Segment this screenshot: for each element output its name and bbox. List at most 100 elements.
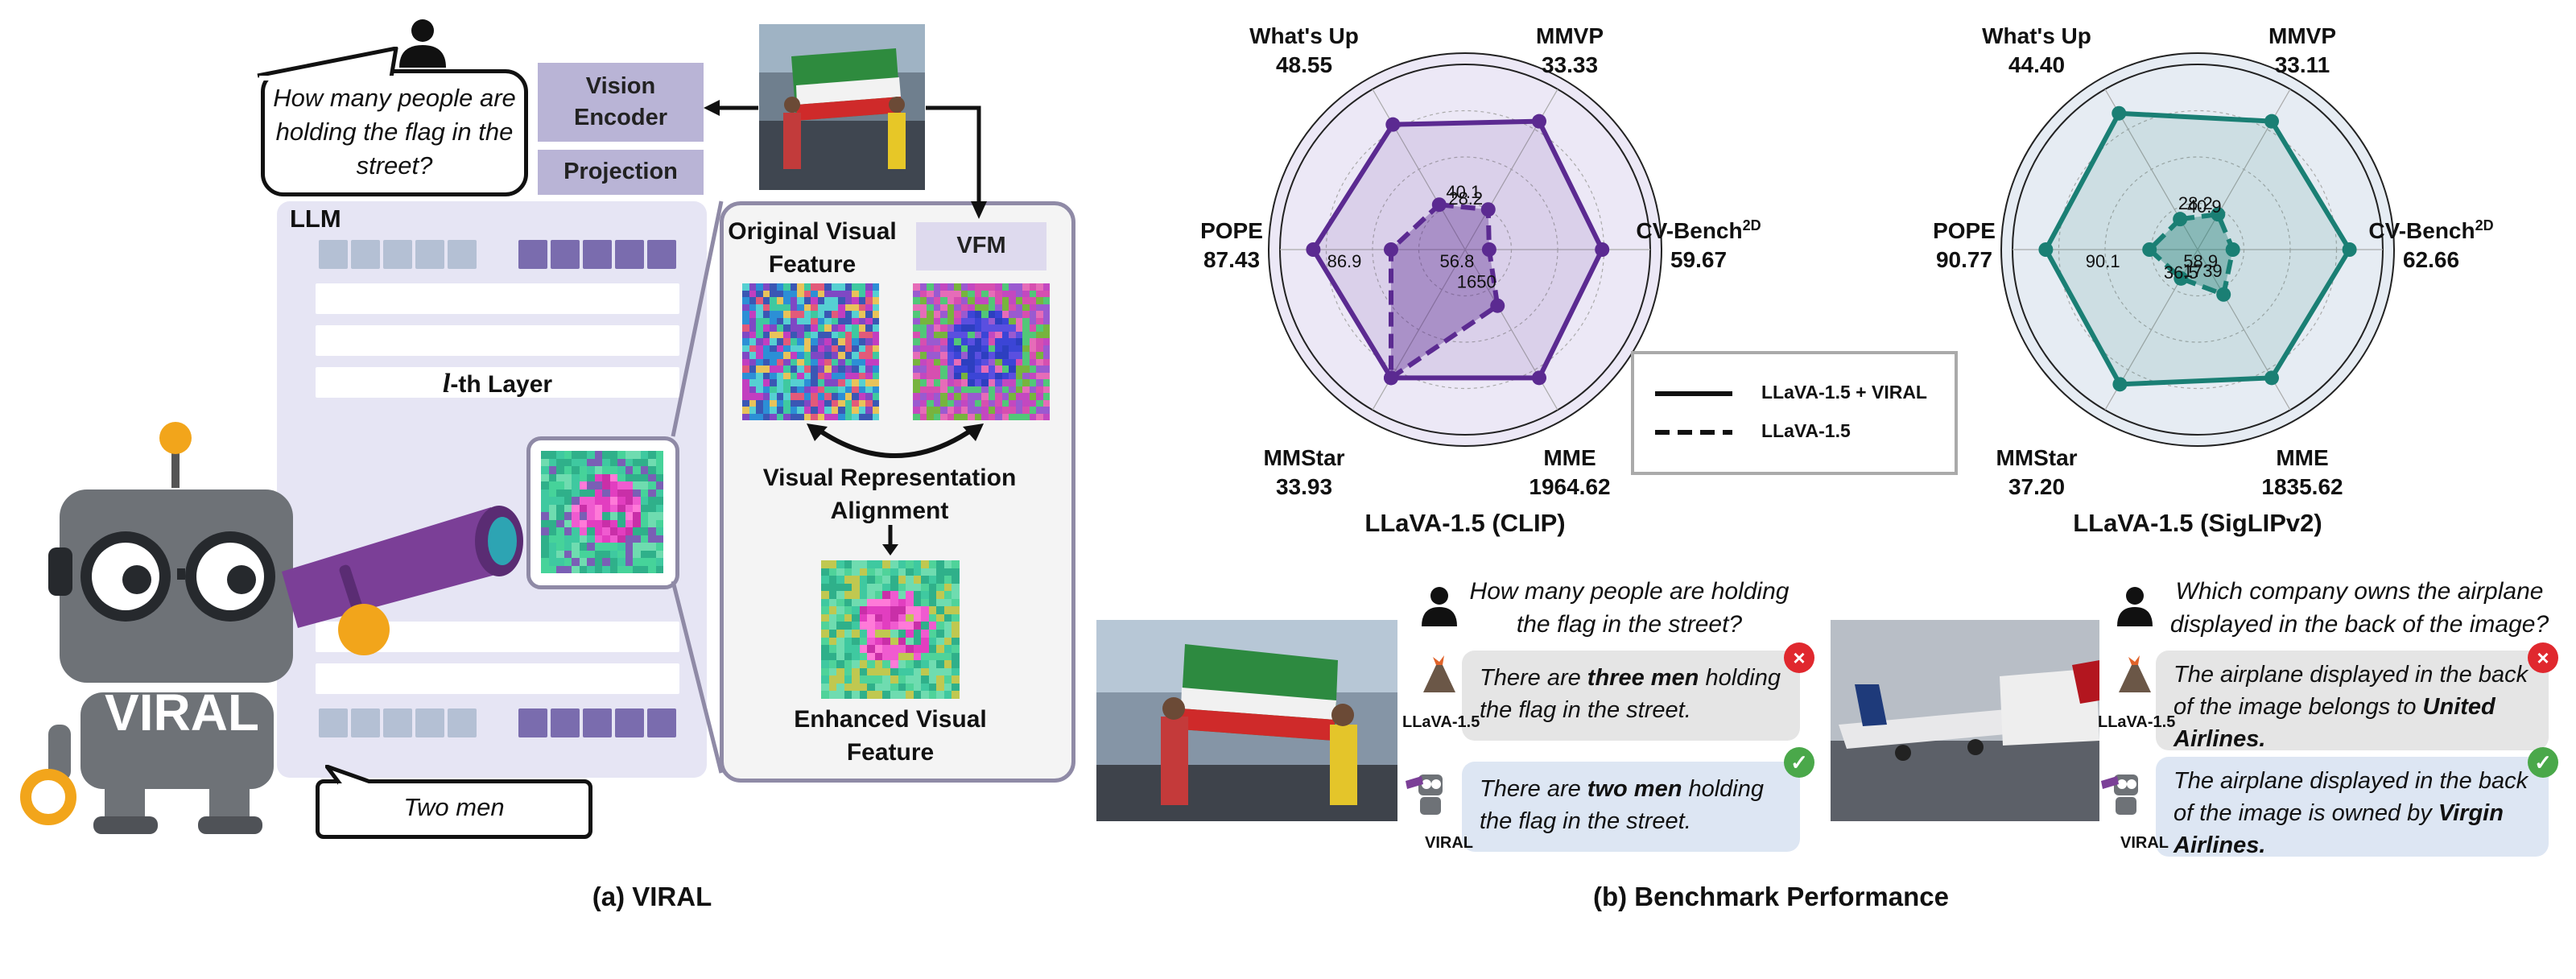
viral-point [1385,117,1401,132]
vfm-feature-map [913,283,1050,420]
example2-viral-label: VIRAL [2120,834,2169,852]
base-value-label: 86.9 [1327,251,1362,271]
answer-bubble-tail [325,765,386,789]
viral-point [2264,370,2279,386]
example1-photo [1096,620,1397,821]
base-value-label: 90.1 [2086,251,2120,271]
flow-arrows [704,100,987,219]
base-value-label: 58.9 [2183,251,2218,271]
alignment-label: Visual Representation Alignment [762,465,1017,524]
viral-point [2112,377,2128,392]
visual-token [415,708,444,737]
down-arrow-icon [882,525,898,556]
caption-a: (a) VIRAL [592,882,712,911]
example2-viral-answer: The airplane displayed in the back of th… [2156,757,2549,858]
question-text: How many people are holding the flag in … [273,84,516,180]
viral-point [1532,370,1546,386]
legend-dashed-line [1655,430,1732,435]
base-value-label: 1650 [1457,272,1496,292]
legend: LLaVA-1.5 + VIRAL LLaVA-1.5 [1631,351,1958,475]
base-value-label: 36.5 [2164,262,2198,283]
visual-token [319,240,348,269]
base-point [1384,370,1398,386]
base-point [2142,242,2157,257]
base-point [1480,202,1496,217]
visual-token [383,708,412,737]
zoom-lines [671,200,724,774]
llava-volcano-icon [1423,655,1455,692]
robot-label: VIRAL [105,684,259,741]
viral-robot-small-icon [2101,775,2138,815]
axis-name-label: MME [2276,445,2328,470]
layer-row [316,663,679,694]
axis-name-label: MME [1543,445,1596,470]
axis-name-label: CV-Bench2D [1636,217,1761,243]
example2-question: Which company owns the airplane displaye… [2169,578,2549,638]
example1-viral-answer: There are two men holding the flag in th… [1462,762,1800,852]
base-value-label: 28.2 [2178,193,2213,213]
visual-token [383,240,412,269]
visual-token [319,708,348,737]
layer-row [316,283,679,314]
question-bubble: How many people are holding the flag in … [261,69,528,196]
legend-solid-line [1655,391,1732,396]
axis-name-label: POPE [1200,218,1263,243]
base-point [2225,242,2240,257]
viral-robot-small-icon [1406,775,1443,815]
example2-baseline-label: LLaVA-1.5 [2098,713,2176,731]
user-icon [2117,587,2153,626]
viral-point [2342,242,2357,257]
base-point [2216,287,2231,302]
caption-b: (b) Benchmark Performance [1593,882,1949,911]
base-value-label: 28.2 [1448,188,1483,209]
layer-var: l [442,369,451,399]
viral-point [2264,114,2279,129]
text-token [551,240,580,269]
llm-label: LLM [290,204,341,233]
viral-value-label: 87.43 [1203,247,1260,272]
base-value-label: 40.9 [2187,196,2222,217]
text-token [551,708,580,737]
viral-value-label: 33.93 [1276,474,1332,499]
base-point [1481,242,1496,257]
viral-value-label: 48.55 [1276,52,1332,77]
text-token [615,708,644,737]
radar-title: LLaVA-1.5 (CLIP) [1364,509,1565,537]
vfm-label: VFM [956,233,1006,259]
axis-name-label: POPE [1933,218,1996,243]
alignment-arrow [807,423,984,458]
bubble-tail [257,47,398,81]
viral-value-label: 33.11 [2275,52,2330,77]
axis-name-label: MMVP [2268,23,2336,48]
user-icon [1422,587,1457,626]
example1-viral-label: VIRAL [1425,834,1473,852]
projection-box: Projection [538,150,704,195]
viral-point [2112,105,2127,121]
text-token [518,240,547,269]
example2-photo [1831,620,2099,821]
original-feature-label: Original Visual Feature [728,218,897,278]
base-value-label: 1739 [2183,261,2223,281]
text-token [647,708,676,737]
text-token [518,708,547,737]
example1-question: How many people are holding the flag in … [1469,578,1790,638]
input-image [759,24,925,190]
user-icon [399,19,446,68]
viral-value-label: 33.33 [1542,52,1598,77]
viral-value-label: 1835.62 [2261,474,2343,499]
enhanced-feature-map [821,560,960,699]
projection-label: Projection [564,159,678,185]
base-point [1384,242,1398,257]
base-point [1431,197,1447,213]
visual-token [448,708,477,737]
layer-row [316,325,679,356]
visual-token [351,708,380,737]
axis-name-label: MMStar [1263,445,1344,470]
wrong-icon: × [1784,642,1814,673]
axis-name-label: MMStar [1996,445,2077,470]
viral-value-label: 90.77 [1936,247,1992,272]
visual-token [415,240,444,269]
axis-name-label: What's Up [1982,23,2091,48]
visual-token [448,240,477,269]
correct-icon: ✓ [1784,747,1814,778]
